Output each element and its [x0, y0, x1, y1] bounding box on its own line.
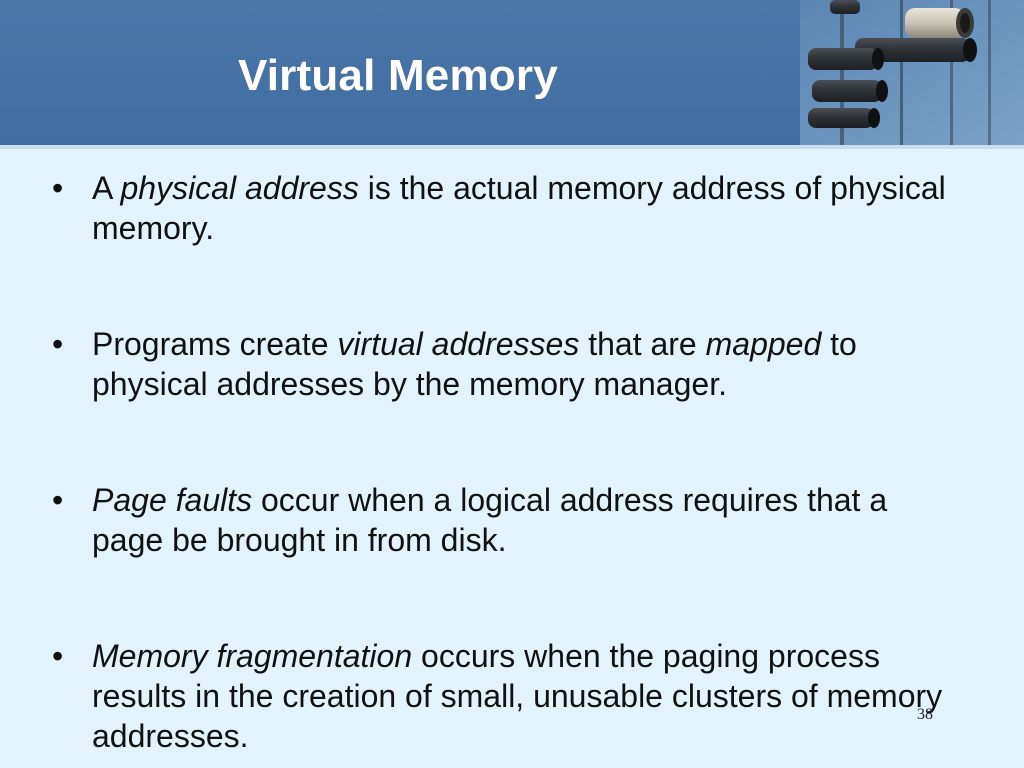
italic-term: virtual addresses — [337, 326, 580, 362]
text-run: occurs when the paging process results i… — [92, 638, 943, 754]
italic-term: physical address — [120, 170, 359, 206]
bullet-physical-address: • A physical address is the actual memory… — [52, 168, 952, 248]
italic-term: mapped — [705, 326, 822, 362]
bullet-text: A physical address is the actual memory … — [92, 170, 946, 246]
bullet-marker: • — [52, 170, 64, 206]
text-run: occur when a logical address requires th… — [92, 482, 888, 558]
text-run: is the actual memory address of physical… — [92, 170, 946, 246]
bullet-text: Memory fragmentation occurs when the pag… — [92, 638, 942, 754]
bullet-marker: • — [52, 638, 64, 674]
bullet-marker: • — [52, 482, 64, 518]
text-run: that are — [579, 326, 706, 362]
bullet-marker: • — [52, 326, 64, 362]
bullet-virtual-addresses: • Programs create virtual addresses that … — [52, 324, 952, 404]
metal-pipes-photo — [800, 0, 1024, 145]
bullet-text: Page faults occur when a logical address… — [92, 482, 887, 558]
bullet-memory-fragmentation: • Memory fragmentation occurs when the pa… — [52, 636, 952, 756]
slide-title: Virtual Memory — [238, 51, 558, 100]
text-run: Programs create — [92, 326, 338, 362]
text-run: A — [92, 170, 121, 206]
header-divider — [0, 145, 1024, 149]
italic-term: Page faults — [92, 482, 253, 518]
bullet-list: • A physical address is the actual memory… — [52, 168, 952, 756]
bullet-page-faults: • Page faults occur when a logical addres… — [52, 480, 952, 560]
bullet-text: Programs create virtual addresses that a… — [92, 326, 857, 402]
italic-term: Memory fragmentation — [92, 638, 413, 674]
header-banner: Virtual Memory — [0, 0, 1024, 145]
text-run: to physical addresses by the memory mana… — [92, 326, 857, 402]
page-number: 38 — [917, 706, 933, 723]
